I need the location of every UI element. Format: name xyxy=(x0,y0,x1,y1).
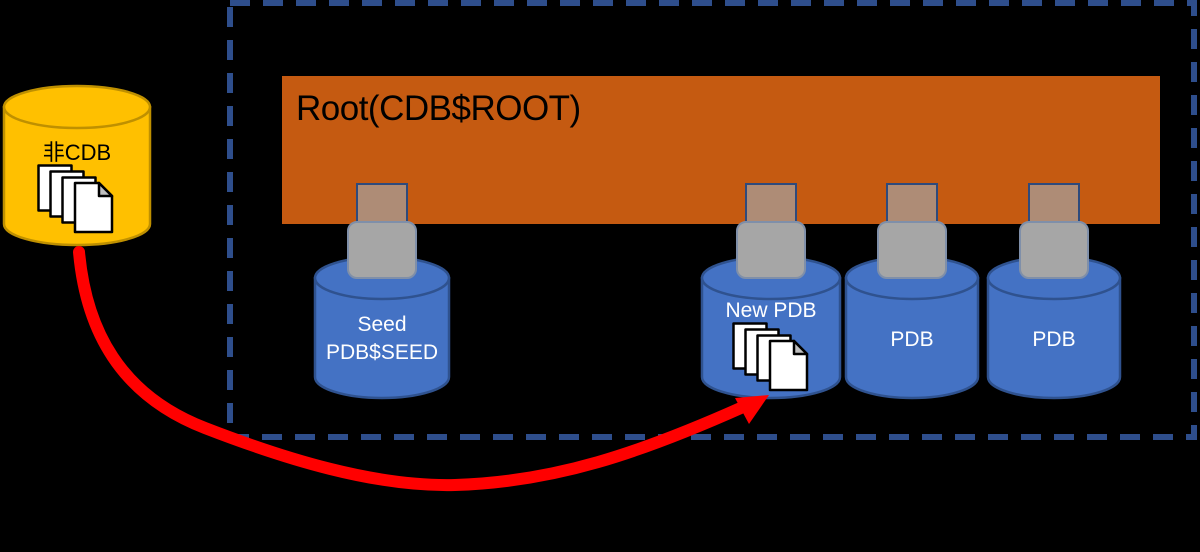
plug-prong-icon xyxy=(886,183,938,225)
new-pdb-label: New PDB xyxy=(725,299,816,322)
cylinder-body xyxy=(313,276,451,400)
plug-prong-icon xyxy=(356,183,408,225)
pdb-seed-label-line1: Seed xyxy=(357,313,406,336)
plug-body-icon xyxy=(347,221,417,279)
non-cdb-cylinder: 非CDB xyxy=(2,84,152,247)
migration-arrow-shaft xyxy=(73,246,749,492)
migration-arrow xyxy=(73,246,769,492)
plug-prong-icon xyxy=(745,183,797,225)
cylinder-top xyxy=(2,84,152,130)
migration-arrow-head xyxy=(735,395,769,424)
plug-body-icon xyxy=(736,221,806,279)
plug-body-icon xyxy=(1019,221,1089,279)
pdb-left-label: PDB xyxy=(890,328,933,351)
pdb-seed-label-line2: PDB$SEED xyxy=(326,341,438,364)
pdb-right-label: PDB xyxy=(1032,328,1075,351)
cdb-container-border xyxy=(227,0,1197,440)
plug-prong-icon xyxy=(1028,183,1080,225)
cylinder-body xyxy=(844,276,980,400)
root-container-bar xyxy=(282,76,1160,224)
non-cdb-label: 非CDB xyxy=(43,140,111,165)
root-label: Root(CDB$ROOT) xyxy=(296,89,581,128)
plug-body-icon xyxy=(877,221,947,279)
cylinder-body xyxy=(986,276,1122,400)
